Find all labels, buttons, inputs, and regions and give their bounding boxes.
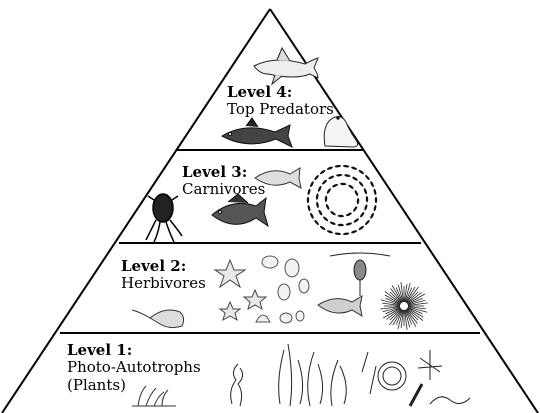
level-2-title: Level 2: [121,258,206,275]
level-1-label: Level 1: Photo-Autotrophs (Plants) [67,342,201,394]
level-1-title: Level 1: [67,342,201,359]
seashell-icon [256,256,309,323]
level-3-title: Level 3: [182,164,265,181]
level-4-name: Top Predators [227,101,334,118]
copepod-icon [330,253,390,296]
level-1-name: Photo-Autotrophs [67,359,201,376]
level-1-name-2: (Plants) [67,377,201,394]
sea-urchin-icon [380,282,428,330]
level-3-label: Level 3: Carnivores [182,164,265,199]
diatom-icon [362,350,470,406]
snapper-fish-icon [212,194,268,226]
shrimp-icon [132,310,184,328]
level-2-label: Level 2: Herbivores [121,258,206,293]
starfish-icon [215,260,266,320]
seaweed-icon [231,344,347,406]
level-3-name: Carnivores [182,181,265,198]
squid-icon [146,194,182,242]
shark-icon [254,48,318,84]
level-4-label: Level 4: Top Predators [227,84,334,119]
fish-school-icon [307,165,377,236]
tuna-fish-icon [222,118,292,147]
level-2-name: Herbivores [121,275,206,292]
small-fish-icon [318,296,362,316]
level-4-title: Level 4: [227,84,334,101]
